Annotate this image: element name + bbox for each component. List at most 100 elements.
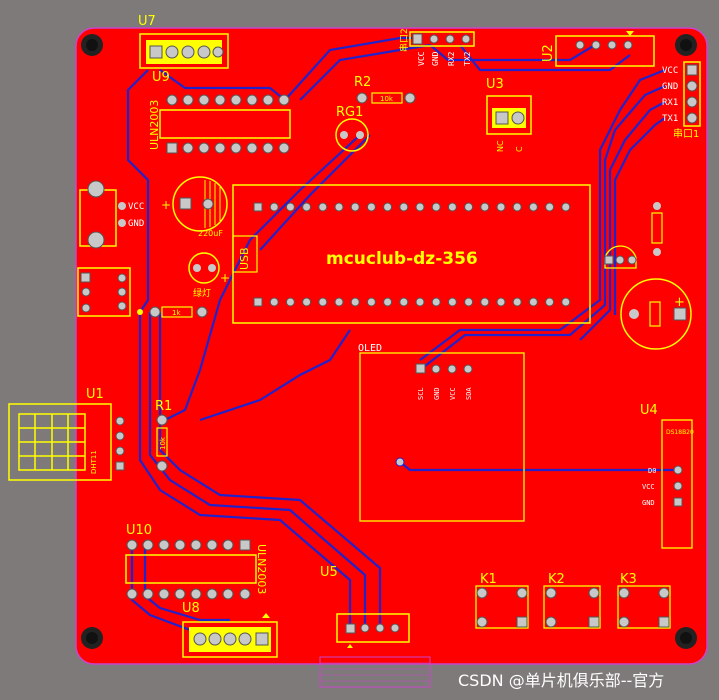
top-header-outline: [409, 31, 475, 47]
pwr-pin-bot: [87, 231, 105, 249]
mcu-pin: [561, 297, 571, 307]
cap-outline: [172, 176, 228, 232]
top-header-pins: [412, 33, 471, 45]
u8-pins: [193, 632, 269, 646]
mcu-pin: [253, 202, 263, 212]
cap-value: 220uF: [198, 229, 223, 238]
u5-label: U5: [320, 565, 338, 580]
r1-pin1: [156, 414, 168, 426]
mcu-pin: [545, 202, 555, 212]
u1-outline: [8, 403, 112, 481]
u3-outline: [486, 95, 532, 135]
mcu-pin: [350, 202, 360, 212]
led-pin2: [208, 264, 216, 272]
buzzer-outline: [620, 278, 692, 350]
u8-outline: [182, 621, 278, 658]
buzzer-body: [649, 301, 661, 327]
oled-p3: VCC: [449, 387, 457, 400]
board-title: mcuclub-dz-356: [326, 249, 478, 269]
uart1-outline: [683, 61, 701, 127]
k1-label: K1: [480, 572, 497, 587]
u8-marker: [262, 613, 270, 618]
transistor-pins: [604, 255, 637, 265]
switch-pins: [80, 272, 127, 313]
uln-bot-label: ULN2003: [255, 544, 268, 594]
uart2-rx: RX2: [447, 51, 456, 66]
rg1-pin2: [356, 131, 364, 139]
u2-outline: [555, 35, 655, 67]
u4-name: DS18B20: [666, 429, 694, 436]
r2-value: 10k: [380, 95, 394, 103]
mcu-pin: [464, 202, 474, 212]
u5-outline: [336, 613, 410, 643]
oled-outline: [359, 352, 525, 522]
u2-pins: [575, 40, 633, 50]
mcu-pins: [253, 202, 571, 307]
buzzer-plus: +: [674, 295, 685, 310]
uart1-pins: [686, 64, 698, 124]
u2-label: U2: [541, 44, 556, 62]
rg1-pin1: [340, 131, 348, 139]
mcu-pin: [447, 202, 457, 212]
oled-p4: SDA: [465, 387, 473, 400]
r1k-pin1: [149, 306, 161, 318]
via: [395, 457, 405, 467]
switch-outline: [77, 267, 131, 317]
oled-label: OLED: [358, 343, 382, 354]
buzzer-pin1: [629, 309, 639, 319]
led-outline: [188, 252, 220, 284]
mcu-pin: [480, 297, 490, 307]
u3-pin2: [511, 111, 525, 125]
mcu-pin: [366, 297, 376, 307]
uart2-tx: TX2: [463, 51, 472, 66]
u3-nc-label: NC: [496, 140, 505, 152]
mcu-pin: [399, 297, 409, 307]
res-right-pin2: [653, 248, 661, 256]
mounting-holes: [81, 34, 697, 649]
cutout-hatch: [320, 662, 430, 682]
mcu-pin: [253, 297, 263, 307]
rg1-outline: [335, 118, 369, 152]
cap-pin2: [202, 198, 214, 210]
mcu-pin: [285, 297, 295, 307]
uart1-tx: TX1: [662, 114, 678, 124]
uart1-vcc: VCC: [662, 66, 678, 76]
mcu-pin: [480, 202, 490, 212]
uart1-rx: RX1: [662, 98, 678, 108]
r1-value: 10k: [159, 436, 167, 450]
mcu-pin: [350, 297, 360, 307]
u3-pin1: [495, 111, 509, 125]
cutout-area: [319, 656, 431, 688]
rg1-label: RG1: [336, 105, 363, 120]
keys: [475, 585, 671, 629]
mcu-pin: [318, 202, 328, 212]
mcu-pin: [334, 202, 344, 212]
u1-pins: [115, 416, 125, 471]
buzzer-pin2: [673, 307, 687, 321]
led-plus: +: [220, 271, 230, 285]
cap-plus: +: [161, 198, 171, 212]
res-right-pin1: [653, 202, 661, 210]
uart2-name: 串口2: [399, 28, 410, 52]
u3-label: U3: [486, 77, 504, 92]
mcu-pin: [512, 297, 522, 307]
u9-outline: [159, 109, 291, 139]
r1k-value: 1k: [172, 309, 181, 317]
mcu-pin: [431, 297, 441, 307]
r1k-body: [161, 306, 193, 318]
r1-label: R1: [155, 399, 172, 414]
u10-pins: [126, 539, 251, 600]
k3-label: K3: [620, 572, 637, 587]
usb-outline: [232, 235, 258, 273]
mcu-pin: [496, 297, 506, 307]
u7-outline: [139, 33, 229, 69]
u9-label: U9: [152, 70, 170, 85]
u4-label: U4: [640, 403, 658, 418]
cap-pin1: [179, 197, 192, 210]
r2-pin2: [404, 92, 416, 104]
oled-p2: GND: [433, 387, 441, 400]
mcu-pin: [285, 202, 295, 212]
oled-p1: SCL: [417, 387, 425, 400]
usb-label: USB: [238, 247, 251, 270]
mcu-pin: [302, 202, 312, 212]
